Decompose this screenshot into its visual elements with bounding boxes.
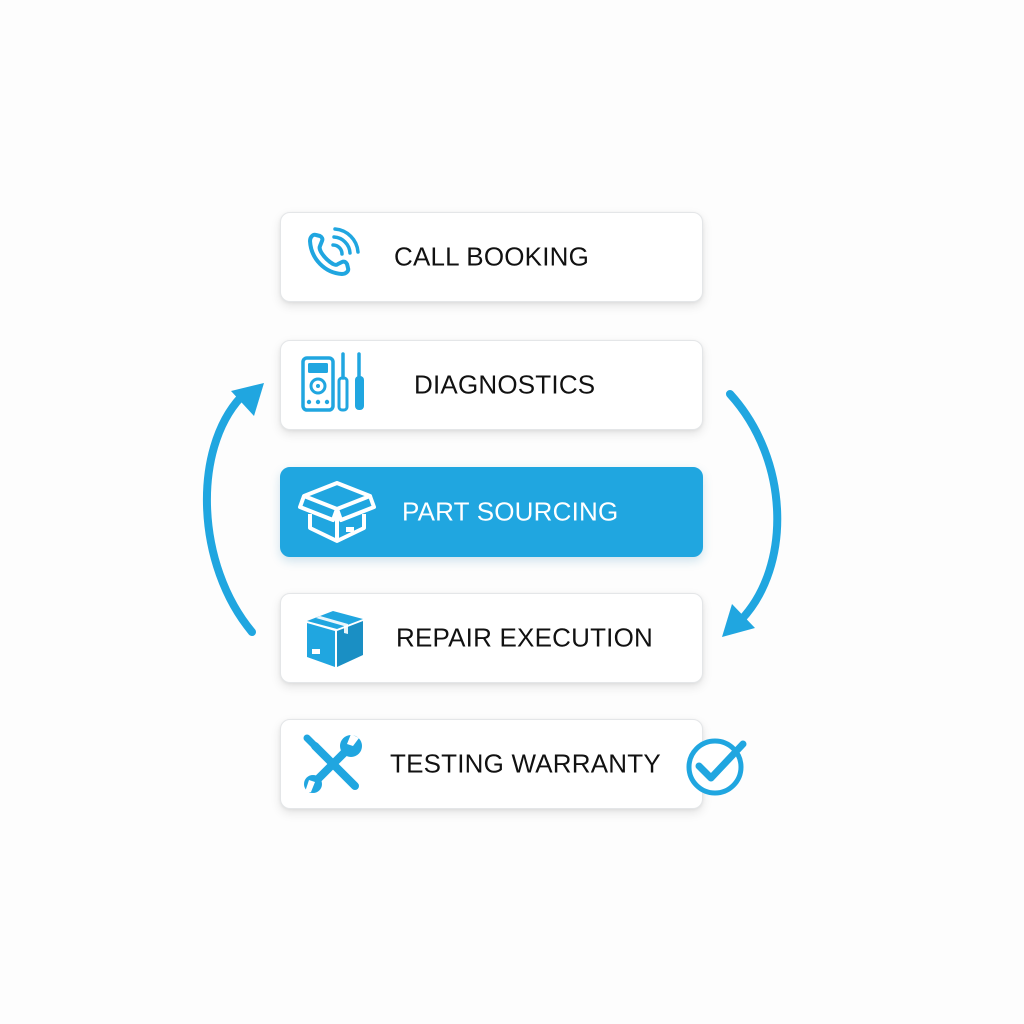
package-icon: [307, 611, 363, 667]
wrench-screwdriver-icon: [303, 734, 362, 793]
open-box-icon: [298, 481, 376, 543]
step-part-sourcing[interactable]: PART SOURCING: [280, 467, 703, 557]
step-label: PART SOURCING: [402, 496, 619, 527]
step-call-booking[interactable]: CALL BOOKING: [280, 212, 703, 302]
step-label: CALL BOOKING: [394, 241, 590, 272]
multimeter-screwdriver-icon: [301, 352, 364, 412]
step-label: TESTING WARRANTY: [390, 748, 661, 779]
step-repair-execution[interactable]: REPAIR EXECUTION: [280, 593, 703, 683]
step-label: REPAIR EXECUTION: [396, 622, 653, 653]
phone-icon: [308, 227, 360, 276]
step-diagnostics[interactable]: DIAGNOSTICS: [280, 340, 703, 430]
step-testing-warranty[interactable]: TESTING WARRANTY: [280, 719, 703, 809]
check-circle-icon: [686, 738, 747, 796]
step-label: DIAGNOSTICS: [414, 369, 596, 400]
